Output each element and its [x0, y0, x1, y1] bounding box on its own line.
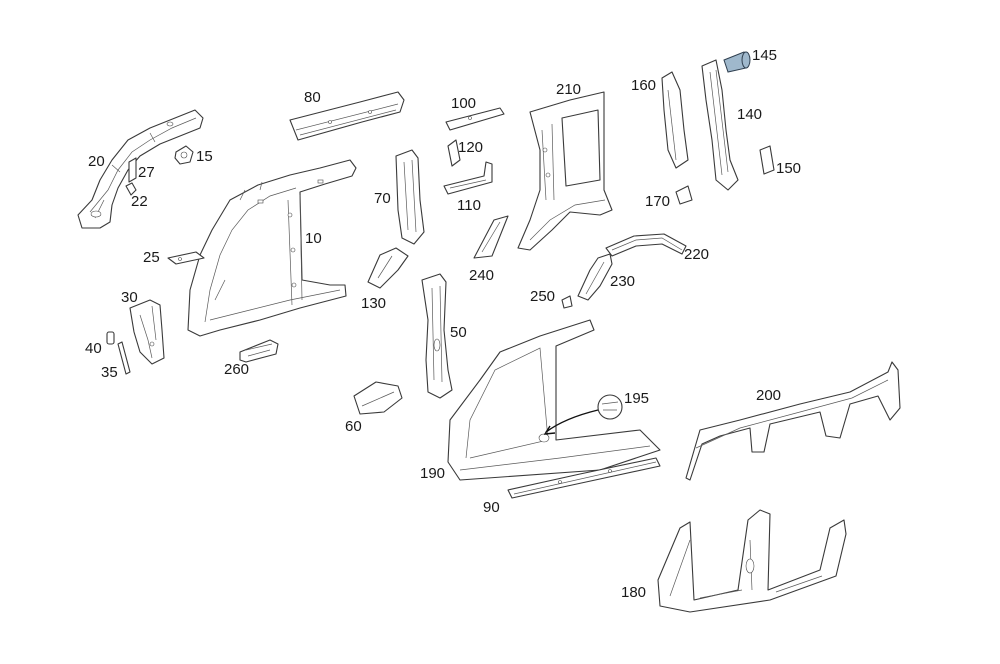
part-120 — [447, 139, 461, 167]
callout-50: 50 — [450, 324, 467, 341]
callout-210: 210 — [556, 81, 581, 98]
part-250 — [561, 295, 573, 309]
part-40 — [106, 331, 115, 345]
part-230 — [577, 253, 613, 301]
callout-230: 230 — [610, 273, 635, 290]
callout-80: 80 — [304, 89, 321, 106]
part-210 — [517, 91, 613, 251]
part-27 — [128, 157, 137, 183]
callout-70: 70 — [374, 190, 391, 207]
callout-160: 160 — [631, 77, 656, 94]
leader-195 — [545, 409, 599, 433]
callout-60: 60 — [345, 418, 362, 435]
part-130 — [367, 247, 409, 289]
callout-10: 10 — [305, 230, 322, 247]
callout-200: 200 — [756, 387, 781, 404]
callout-140: 140 — [737, 106, 762, 123]
callout-25: 25 — [143, 249, 160, 266]
leader-arrow-195 — [543, 425, 556, 435]
part-70 — [395, 149, 425, 245]
part-150 — [759, 145, 775, 175]
callout-240: 240 — [469, 267, 494, 284]
part-10 — [187, 159, 357, 337]
part-220 — [605, 233, 687, 257]
part-200 — [685, 361, 901, 481]
callout-180: 180 — [621, 584, 646, 601]
callout-27: 27 — [138, 164, 155, 181]
callout-90: 90 — [483, 499, 500, 516]
callout-100: 100 — [451, 95, 476, 112]
part-15 — [174, 145, 194, 165]
callout-130: 130 — [361, 295, 386, 312]
part-180 — [657, 509, 847, 613]
part-22 — [125, 182, 137, 196]
callout-250: 250 — [530, 288, 555, 305]
part-30 — [129, 299, 165, 365]
callout-120: 120 — [458, 139, 483, 156]
part-160 — [661, 71, 689, 169]
callout-260: 260 — [224, 361, 249, 378]
part-260 — [239, 339, 279, 363]
callout-150: 150 — [776, 160, 801, 177]
part-195 — [597, 394, 623, 420]
callout-190: 190 — [420, 465, 445, 482]
callout-35: 35 — [101, 364, 118, 381]
callout-170: 170 — [645, 193, 670, 210]
callout-15: 15 — [196, 148, 213, 165]
part-80 — [289, 91, 405, 141]
part-25 — [167, 251, 205, 265]
part-35 — [117, 341, 131, 375]
callout-220: 220 — [684, 246, 709, 263]
callout-22: 22 — [131, 193, 148, 210]
part-240 — [473, 215, 509, 259]
callout-195: 195 — [624, 390, 649, 407]
callout-145: 145 — [752, 47, 777, 64]
part-100 — [445, 107, 505, 131]
part-170 — [675, 185, 693, 205]
callout-40: 40 — [85, 340, 102, 357]
part-110 — [443, 161, 493, 195]
callout-20: 20 — [88, 153, 105, 170]
part-90 — [507, 457, 661, 499]
part-145 — [723, 51, 751, 73]
part-140 — [701, 59, 739, 191]
part-20 — [77, 109, 204, 229]
part-60 — [353, 381, 403, 415]
callout-30: 30 — [121, 289, 138, 306]
part-50 — [421, 273, 453, 399]
part-190 — [447, 319, 661, 481]
callout-110: 110 — [457, 197, 481, 214]
